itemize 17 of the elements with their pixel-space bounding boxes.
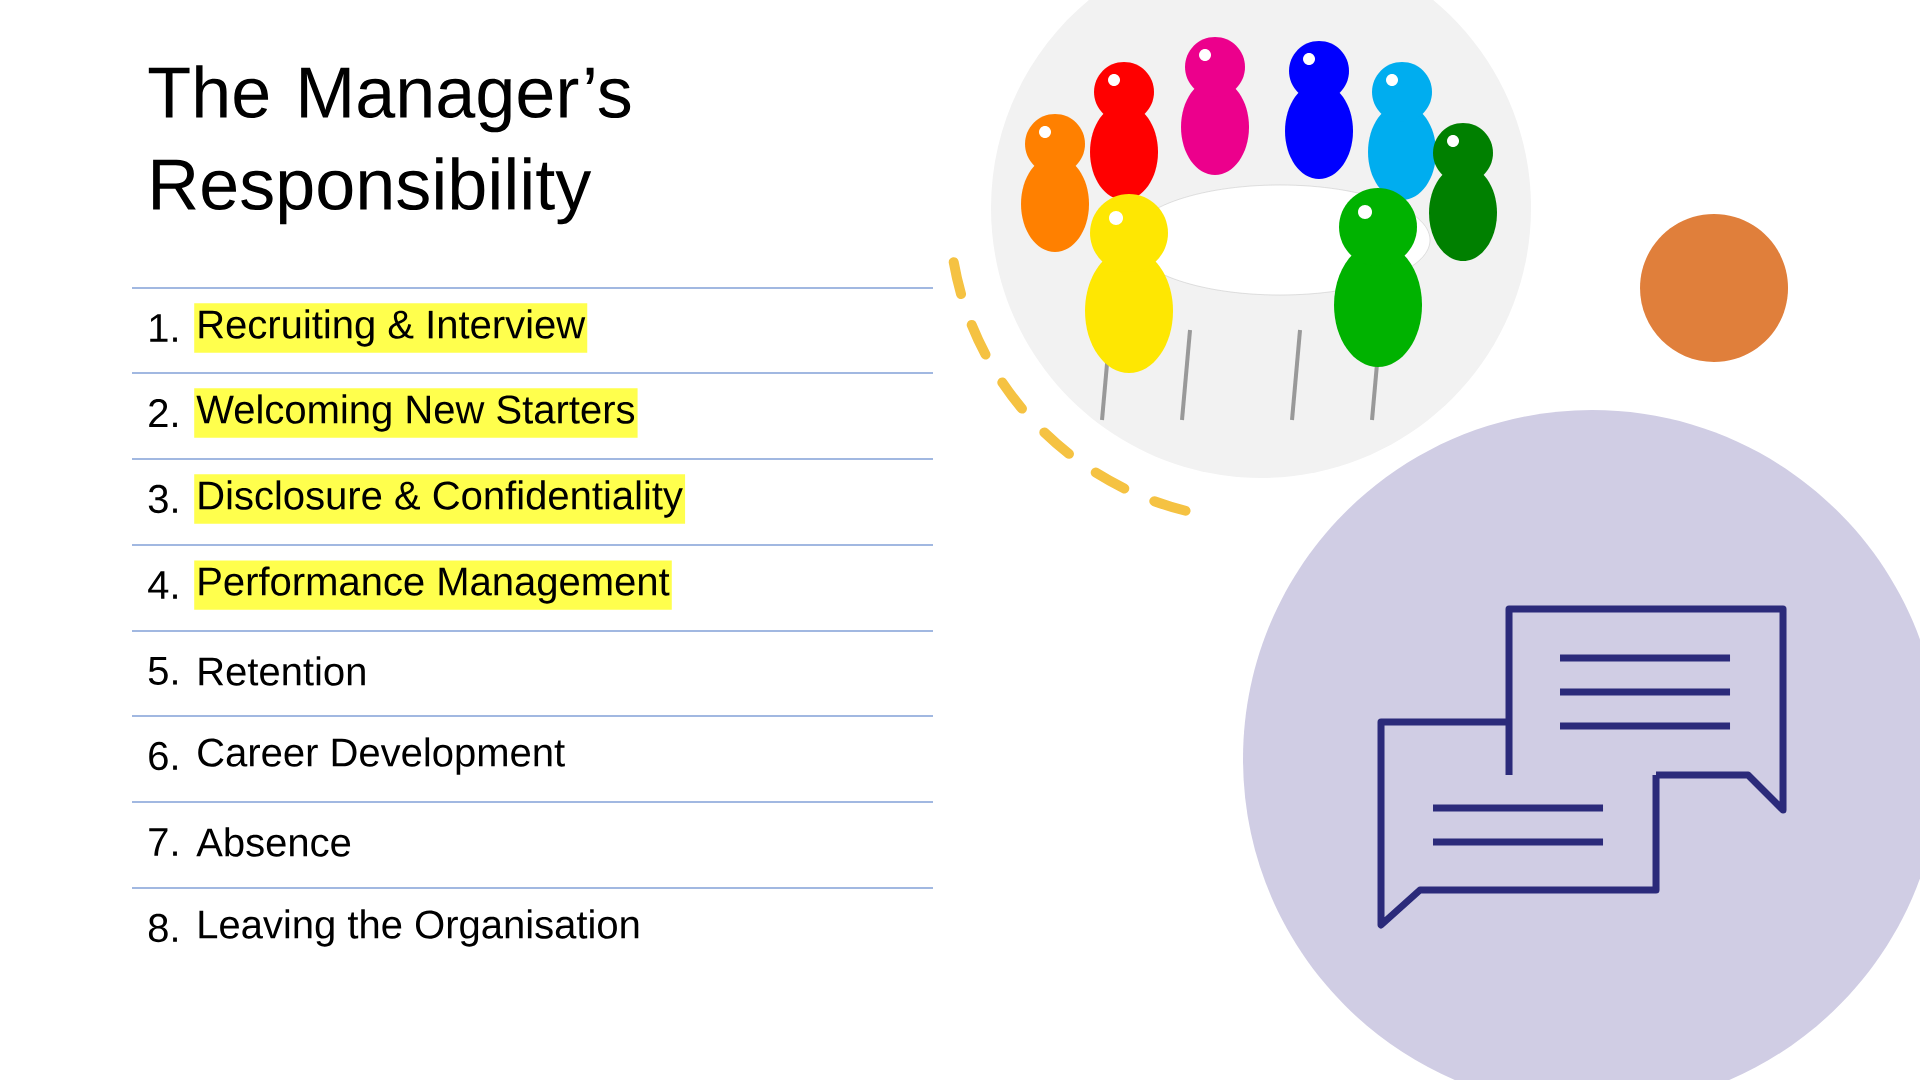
highlighted-list-item: Recruiting & Interview: [194, 303, 588, 353]
list-number: 7.: [149, 828, 177, 856]
highlighted-list-item: Welcoming New Starters: [194, 388, 638, 438]
list-item: Absence: [196, 827, 351, 857]
list-number: 3.: [148, 484, 177, 514]
highlighted-list-item: Disclosure & Confidentiality: [194, 474, 686, 524]
list-number: 1.: [150, 314, 177, 342]
list-number: 4.: [148, 571, 177, 599]
list-number: 5.: [148, 657, 177, 685]
highlighted-list-item: Performance Management: [194, 560, 672, 610]
list-item: Leaving the Organisation: [199, 909, 639, 947]
list-number: 2.: [149, 399, 177, 427]
list-number: 6.: [149, 741, 177, 771]
slide-title: The Manager’s Responsibility: [148, 65, 631, 225]
list-item: Retention: [199, 656, 365, 686]
list-number: 8.: [148, 913, 177, 943]
list-item: Career Development: [198, 737, 565, 775]
